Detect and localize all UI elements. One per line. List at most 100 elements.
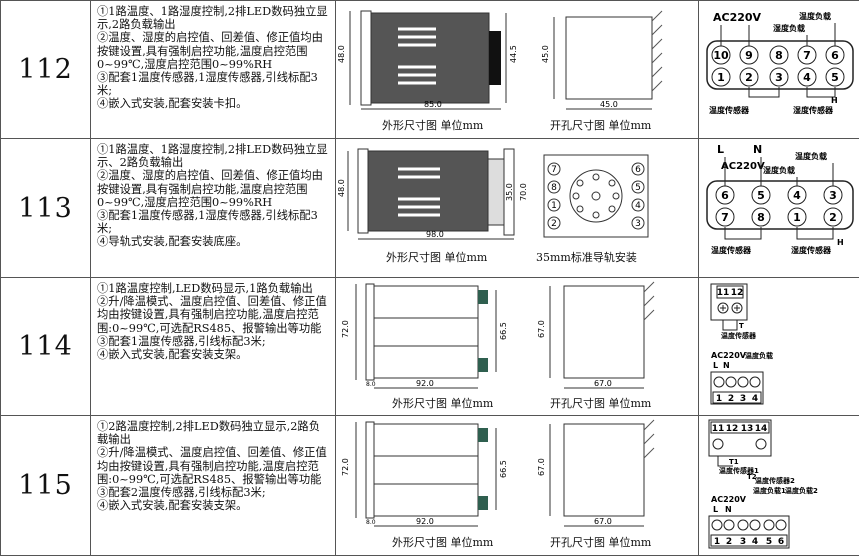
terminal-label: 2 <box>829 211 837 224</box>
terminal-label: 7 <box>803 49 811 62</box>
dim-text: 45.0 <box>541 45 550 63</box>
supply-label: N <box>723 361 730 370</box>
desc-line: ③配套1温度传感器,1湿度传感器,引线标配3米; <box>97 209 331 235</box>
desc-line: ④嵌入式安装,配套安装支架。 <box>97 499 331 512</box>
desc-line: ②升/降温模式、温度启控值、回差值、修正值均由按键设置,具有强制启控功能,温度启… <box>97 295 331 335</box>
socket-label: 6 <box>635 165 641 175</box>
terminal-label: 1 <box>717 71 725 84</box>
terminal-label: 10 <box>713 49 729 62</box>
supply-label: N <box>753 143 762 156</box>
wiring-cell: L N AC220V 温度负载 湿度负载 6 5 4 3 7 8 1 2 温度传… <box>699 139 859 278</box>
desc-line: ②温度、湿度的启控值、回差值、修正值均由按键设置,具有强制启控功能,温度启控范围… <box>97 169 331 209</box>
outline-caption: 外形尺寸图 单位mm <box>382 117 483 133</box>
dim-text: 8.0 <box>366 381 376 388</box>
terminal-label: 6 <box>778 537 784 547</box>
supply-label: L <box>713 505 718 514</box>
supply-label: AC220V <box>711 351 747 360</box>
terminal-label: 14 <box>755 424 768 434</box>
load-label: 温度负载 <box>745 351 773 360</box>
sensor-label: 温度传感器 <box>709 105 750 115</box>
terminal-label: 5 <box>831 71 839 84</box>
dim-text: 72.0 <box>341 320 350 338</box>
outline-caption: 外形尺寸图 单位mm <box>386 249 487 265</box>
dim-text: 66.5 <box>499 322 508 340</box>
dim-text: 92.0 <box>416 517 434 526</box>
wiring-diagram: L N AC220V 温度负载 湿度负载 6 5 4 3 7 8 1 2 温度传… <box>699 139 859 273</box>
dimension-drawing: 72.0 66.5 92.0 8.0 67.0 67.0 <box>336 416 699 551</box>
sensor-label: 湿度传感器 <box>793 105 834 115</box>
desc-line: ①2路温度控制,2排LED数码独立显示,2路负载输出 <box>97 420 331 446</box>
terminal-label: 6 <box>831 49 839 62</box>
load-label: 温度负载 <box>799 11 831 21</box>
dim-text: 48.0 <box>337 45 346 63</box>
socket-label: 7 <box>551 165 557 175</box>
socket-label: 3 <box>635 219 641 229</box>
table-row: 112 ①1路温度、1路湿度控制,2排LED数码独立显示,2路负载输出 ②温度、… <box>1 1 859 139</box>
socket-label: 2 <box>551 219 557 229</box>
terminal-label: 11 <box>712 424 725 434</box>
dim-text: 92.0 <box>416 379 434 388</box>
desc-line: ④导轨式安装,配套安装底座。 <box>97 235 331 248</box>
desc-line: ①1路温度、1路湿度控制,2排LED数码独立显示、2路负载输出 <box>97 143 331 169</box>
terminal-label: 6 <box>721 189 729 202</box>
socket-label: 5 <box>635 183 641 193</box>
supply-label: AC220V <box>711 495 747 504</box>
terminal-label: 12 <box>731 288 744 298</box>
rail-caption: 35mm标准导轨安装 <box>536 249 637 265</box>
dimension-drawing-cell: 72.0 66.5 92.0 8.0 67.0 67.0 外形尺寸图 单位mm … <box>336 278 699 416</box>
load-label: 湿度负载 <box>773 23 805 33</box>
desc-line: ③配套1温度传感器,1湿度传感器,引线标配3米; <box>97 71 331 97</box>
terminal-label: 13 <box>741 424 754 434</box>
terminal-label: 5 <box>757 189 765 202</box>
description-cell: ①1路温度控制,LED数码显示,1路负载输出 ②升/降温模式、温度启控值、回差值… <box>91 278 336 416</box>
terminal-label: 4 <box>793 189 801 202</box>
dim-text: 67.0 <box>594 517 612 526</box>
desc-line: ④嵌入式安装,配套安装支架。 <box>97 348 331 361</box>
desc-line: ②升/降温模式、温度启控值、回差值、修正值均由按键设置,具有强制启控功能,温度启… <box>97 446 331 486</box>
sensor-label: H <box>837 238 844 247</box>
model-number: 114 <box>1 278 91 416</box>
desc-line: ②温度、湿度的启控值、回差值、修正值均由按键设置,具有强制启控功能,温度启控范围… <box>97 31 331 71</box>
dim-text: 98.0 <box>426 230 444 239</box>
socket-label: 4 <box>635 201 641 211</box>
terminal-label: 1 <box>716 394 722 404</box>
desc-line: ③配套2温度传感器,引线标配3米; <box>97 486 331 499</box>
description-cell: ①1路温度、1路湿度控制,2排LED数码独立显示,2路负载输出 ②温度、湿度的启… <box>91 1 336 139</box>
terminal-label: 8 <box>775 49 783 62</box>
wiring-diagram: 11 12 13 14 T1 温度传感器1 T2 温度传感器2 温度负载1 温度… <box>699 416 859 551</box>
sensor-label: 温度传感器 <box>721 331 757 340</box>
wiring-diagram: AC220V 温度负载 湿度负载 10 9 8 7 6 1 2 3 4 5 温度 <box>699 1 859 134</box>
terminal-label: 3 <box>829 189 837 202</box>
desc-line: ③配套1温度传感器,引线标配3米; <box>97 335 331 348</box>
terminal-label: 7 <box>721 211 729 224</box>
outline-caption: 外形尺寸图 单位mm <box>392 534 493 550</box>
wiring-diagram: 11 12 T 温度传感器 AC220V 温度负载 L N 1 2 <box>699 278 859 411</box>
load-label: 温度负载1 <box>753 486 786 495</box>
dim-text: 8.0 <box>366 519 376 526</box>
terminal-label: 8 <box>757 211 765 224</box>
model-number: 112 <box>1 1 91 139</box>
dimension-drawing: 48.0 44.5 85.0 45.0 45.0 <box>336 1 699 134</box>
terminal-label: 3 <box>740 537 746 547</box>
load-label: 温度负载2 <box>785 486 818 495</box>
sensor-label: 温度传感器 <box>711 245 752 255</box>
terminal-label: 9 <box>745 49 753 62</box>
terminal-label: 12 <box>726 424 739 434</box>
terminal-label: 2 <box>728 394 734 404</box>
terminal-label: 4 <box>803 71 811 84</box>
desc-line: ①1路温度控制,LED数码显示,1路负载输出 <box>97 282 331 295</box>
terminal-label: 4 <box>752 394 758 404</box>
terminal-label: 11 <box>717 288 730 298</box>
dim-text: 45.0 <box>600 100 618 109</box>
sensor-label: T <box>739 322 744 330</box>
cutout-caption: 开孔尺寸图 单位mm <box>550 117 651 133</box>
dim-text: 67.0 <box>537 458 546 476</box>
table-row: 114 ①1路温度控制,LED数码显示,1路负载输出 ②升/降温模式、温度启控值… <box>1 278 859 416</box>
supply-label: N <box>725 505 732 514</box>
dim-text: 72.0 <box>341 458 350 476</box>
model-number: 113 <box>1 139 91 278</box>
description-cell: ①1路温度、1路湿度控制,2排LED数码独立显示、2路负载输出 ②温度、湿度的启… <box>91 139 336 278</box>
sensor-label: 温度传感器2 <box>755 476 795 485</box>
dim-text: 66.5 <box>499 460 508 478</box>
